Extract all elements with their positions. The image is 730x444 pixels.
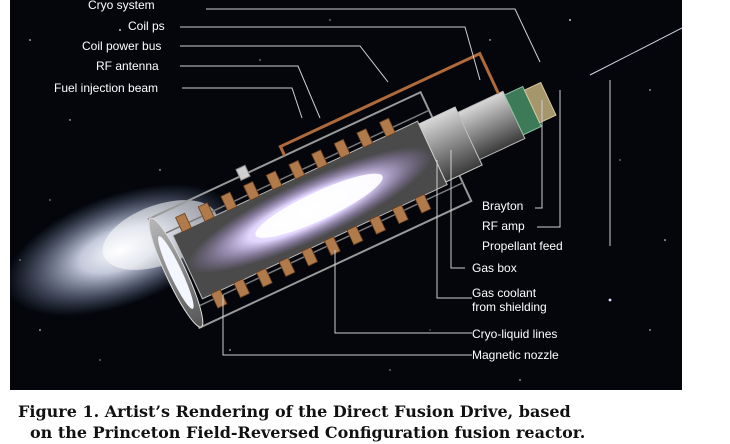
label-coil-ps: Coil ps (128, 19, 165, 33)
label-gas-box: Gas box (472, 261, 517, 275)
label-magnetic-nozzle: Magnetic nozzle (472, 348, 559, 362)
illustration-graphic (10, 8, 682, 381)
star-field (19, 19, 666, 381)
label-gas-coolant: Gas coolant from shielding (472, 286, 547, 314)
fusion-drive-illustration: Cryo system Coil ps Coil power bus RF an… (10, 0, 682, 390)
label-coil-power-bus: Coil power bus (82, 39, 162, 53)
label-fuel-injection-beam: Fuel injection beam (54, 81, 159, 95)
label-brayton: Brayton (482, 199, 524, 213)
label-cryo-liquid-lines: Cryo-liquid lines (472, 327, 558, 341)
label-rf-amp: RF amp (482, 219, 525, 233)
label-rf-antenna: RF antenna (96, 59, 159, 73)
figure-caption: Figure 1. Artist’s Rendering of the Dire… (18, 402, 571, 421)
label-propellant-feed: Propellant feed (482, 239, 563, 253)
label-cryo-system: Cryo system (88, 0, 155, 12)
figure-caption-line-2: on the Princeton Field-Reversed Configur… (30, 423, 586, 442)
